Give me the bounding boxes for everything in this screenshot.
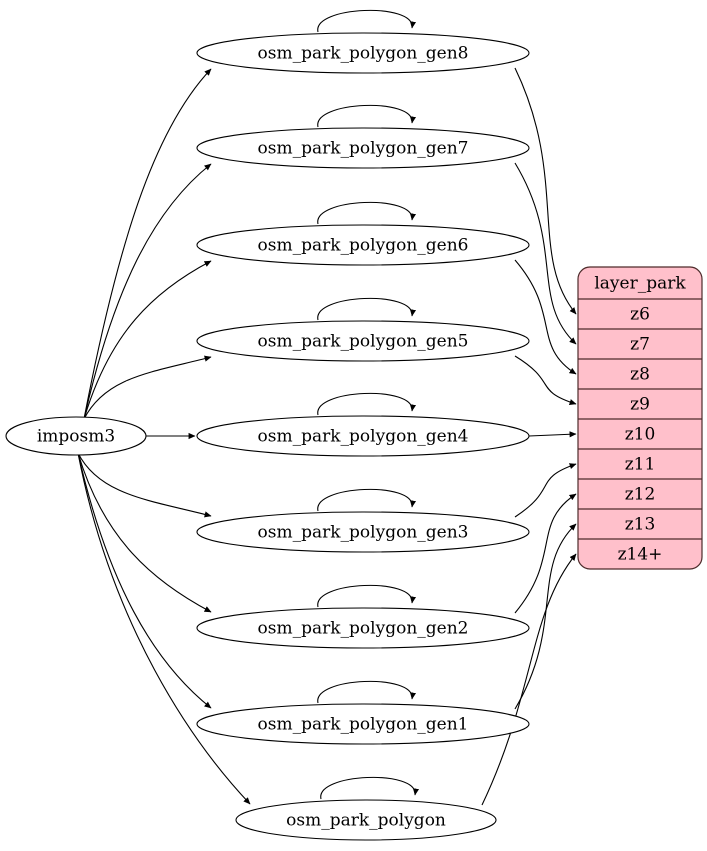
edge-osm-park-polygon-gen2-to-z12 [514, 493, 577, 614]
node-osm-park-polygon-gen3-label: osm_park_polygon_gen3 [258, 523, 469, 543]
self-loop-edge [317, 584, 417, 608]
node-osm-park-polygon-gen5-label: osm_park_polygon_gen5 [258, 332, 469, 352]
edge-imposm3-to-osm-park-polygon-gen3 [77, 452, 212, 518]
self-loop-edge [317, 297, 417, 321]
table-row-z7[interactable]: z7 [630, 335, 650, 355]
node-osm-park-polygon-label: osm_park_polygon [286, 811, 446, 831]
table-row-z13[interactable]: z13 [625, 515, 656, 535]
edge-osm-park-polygon-gen8-to-z6 [514, 67, 577, 315]
layer-park-table-header: layer_park [594, 274, 686, 294]
self-loop-edge [317, 9, 417, 33]
edge-imposm3-to-osm-park-polygon-gen6 [83, 260, 212, 420]
node-imposm3[interactable] [5, 416, 147, 456]
node-osm-park-polygon[interactable] [235, 799, 497, 841]
self-loop-edge [317, 392, 417, 416]
edge-osm-park-polygon-to-z14+ [481, 553, 577, 806]
edge-imposm3-to-osm-park-polygon [77, 452, 251, 805]
node-osm-park-polygon-gen4[interactable] [196, 415, 530, 457]
node-imposm3-label: imposm3 [37, 427, 115, 447]
nodes-layer: osm_park_polygon_gen8 osm_park_polygon_ge… [5, 32, 530, 841]
table-row-z14+[interactable]: z14+ [618, 545, 663, 565]
node-osm-park-polygon-gen1[interactable] [196, 703, 530, 745]
edge-osm-park-polygon-gen1-to-z13 [514, 523, 577, 710]
node-osm-park-polygon-gen8-label: osm_park_polygon_gen8 [258, 44, 469, 64]
node-osm-park-polygon-gen2-label: osm_park_polygon_gen2 [258, 619, 469, 639]
node-osm-park-polygon-gen5[interactable] [196, 320, 530, 362]
node-osm-park-polygon-gen6-label: osm_park_polygon_gen6 [258, 236, 469, 256]
node-osm-park-polygon-gen7[interactable] [196, 127, 530, 169]
node-osm-park-polygon-gen3[interactable] [196, 511, 530, 553]
edge-imposm3-to-osm-park-polygon-gen1 [77, 452, 212, 709]
table-row-z10[interactable]: z10 [625, 425, 656, 445]
node-osm-park-polygon-gen7-label: osm_park_polygon_gen7 [258, 139, 469, 159]
self-loop-edge [320, 776, 420, 800]
edge-osm-park-polygon-gen3-to-z11 [514, 463, 577, 518]
node-osm-park-polygon-gen8[interactable] [196, 32, 530, 74]
self-loop-edge [317, 104, 417, 128]
edges-layer [77, 9, 577, 806]
edge-imposm3-to-osm-park-polygon-gen7 [83, 163, 212, 420]
layer-park-table: layer_park z6 z7 z8 z9 z10 z11 z12 z13 z14+ [577, 266, 703, 570]
node-osm-park-polygon-gen6[interactable] [196, 224, 530, 266]
table-row-z6[interactable]: z6 [630, 305, 650, 325]
table-row-z12[interactable]: z12 [625, 485, 656, 505]
table-row-z9[interactable]: z9 [630, 395, 650, 415]
layer-park-table-body [577, 266, 703, 570]
table-row-z11[interactable]: z11 [625, 455, 656, 475]
self-loop-edge [317, 488, 417, 512]
table-row-z8[interactable]: z8 [630, 365, 650, 385]
edge-osm-park-polygon-gen5-to-z9 [514, 355, 577, 405]
edge-osm-park-polygon-gen7-to-z7 [514, 162, 577, 345]
edge-osm-park-polygon-gen6-to-z8 [514, 259, 577, 375]
node-osm-park-polygon-gen4-label: osm_park_polygon_gen4 [258, 427, 469, 447]
edge-imposm3-to-osm-park-polygon-gen8 [83, 68, 212, 420]
self-loop-edge [317, 680, 417, 704]
node-osm-park-polygon-gen2[interactable] [196, 607, 530, 649]
edge-imposm3-to-osm-park-polygon-gen2 [77, 452, 212, 613]
node-osm-park-polygon-gen1-label: osm_park_polygon_gen1 [258, 715, 469, 735]
self-loop-edge [317, 201, 417, 225]
edge-imposm3-to-osm-park-polygon-gen5 [83, 355, 212, 420]
edge-osm-park-polygon-gen4-to-z10 [528, 431, 577, 438]
